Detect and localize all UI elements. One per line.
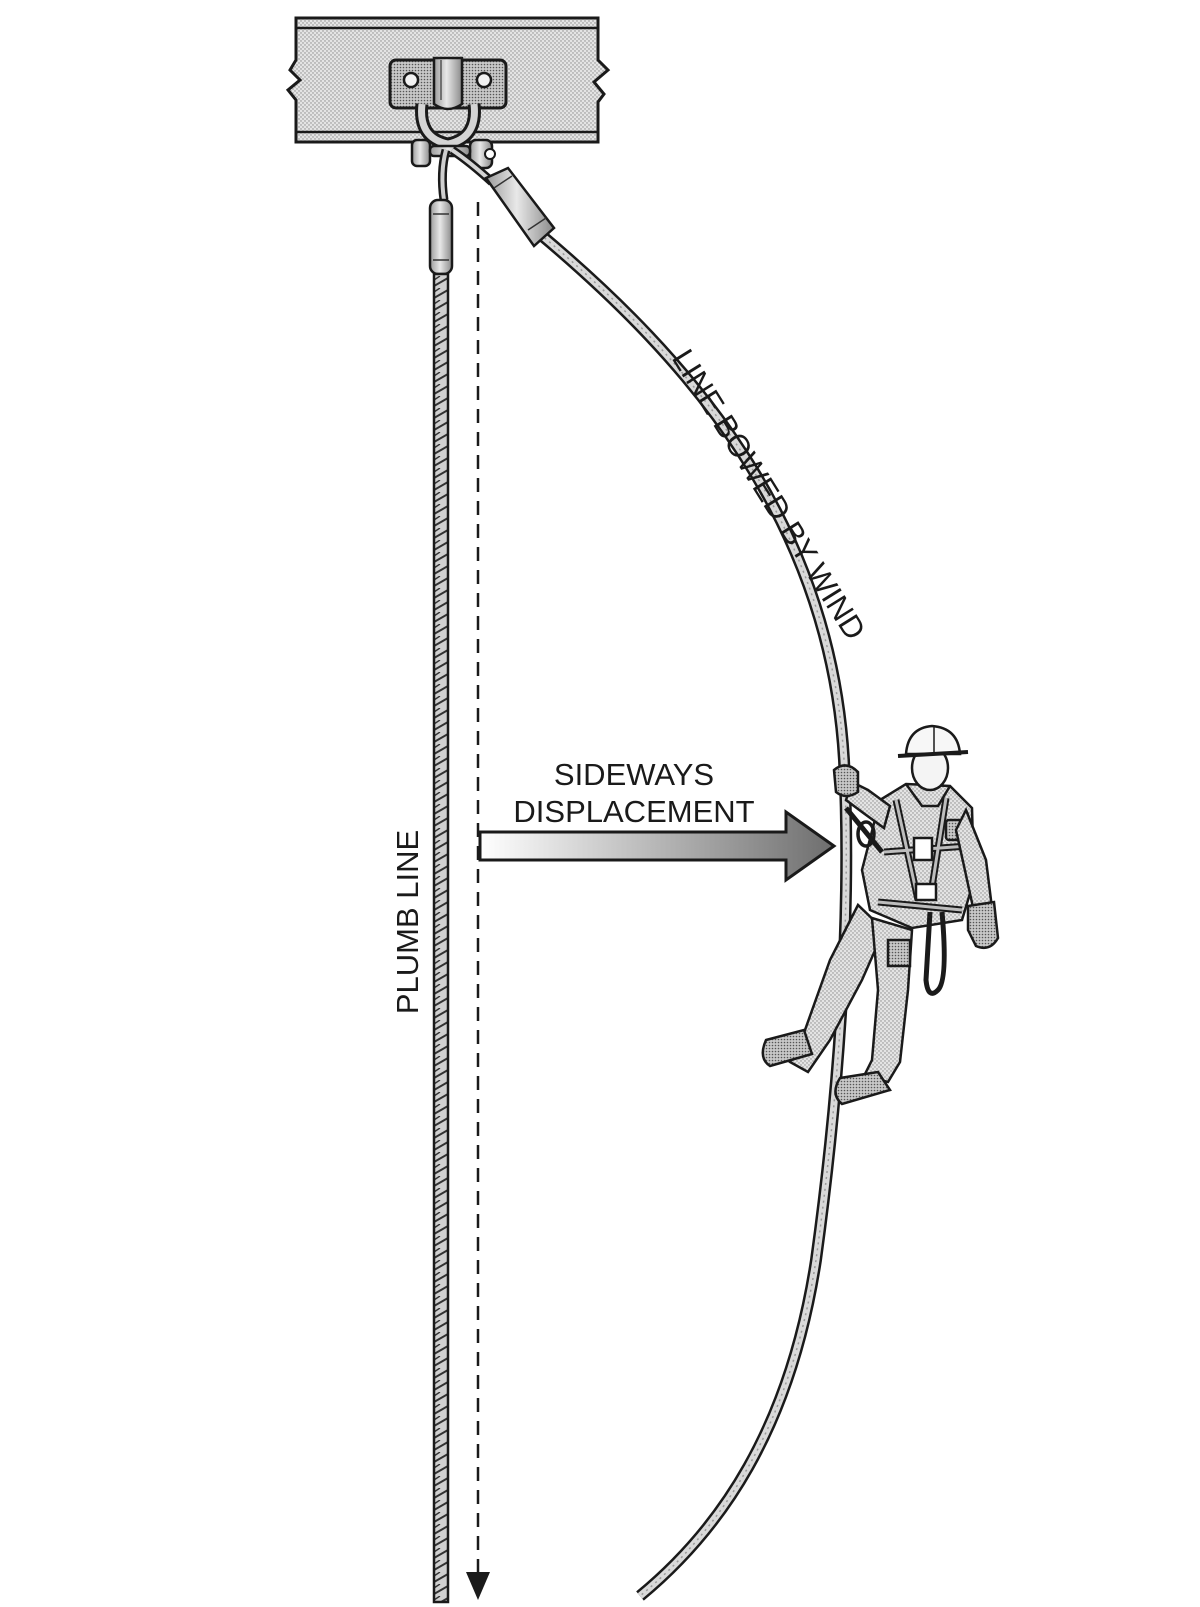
- glove-icon: [832, 764, 860, 798]
- bolt-icon: [475, 71, 493, 89]
- line-bowed-label: LINE BOWED BY WIND: [665, 343, 872, 646]
- hard-hat-icon: [904, 724, 962, 756]
- shackle: [410, 103, 496, 170]
- boot-icon: [834, 1070, 892, 1106]
- plumb-line-label: PLUMB LINE: [390, 830, 425, 1014]
- boot-icon: [761, 1028, 814, 1068]
- bolt-icon: [402, 71, 420, 89]
- plumb-reference-line: [466, 202, 490, 1600]
- label-group: PLUMB LINE LINE BOWED BY WIND SIDEWAYS D…: [390, 343, 873, 1014]
- worker-figure: [761, 724, 1000, 1106]
- anchor-plate: [388, 56, 508, 111]
- arrow-down-icon: [466, 1572, 490, 1600]
- sideways-label: SIDEWAYS: [554, 757, 714, 792]
- displacement-arrow: [478, 809, 837, 883]
- displacement-label: DISPLACEMENT: [513, 794, 754, 829]
- glove-icon: [966, 900, 1000, 949]
- carabiner-icon: [856, 820, 876, 848]
- plumb-line-rope: [428, 148, 454, 1604]
